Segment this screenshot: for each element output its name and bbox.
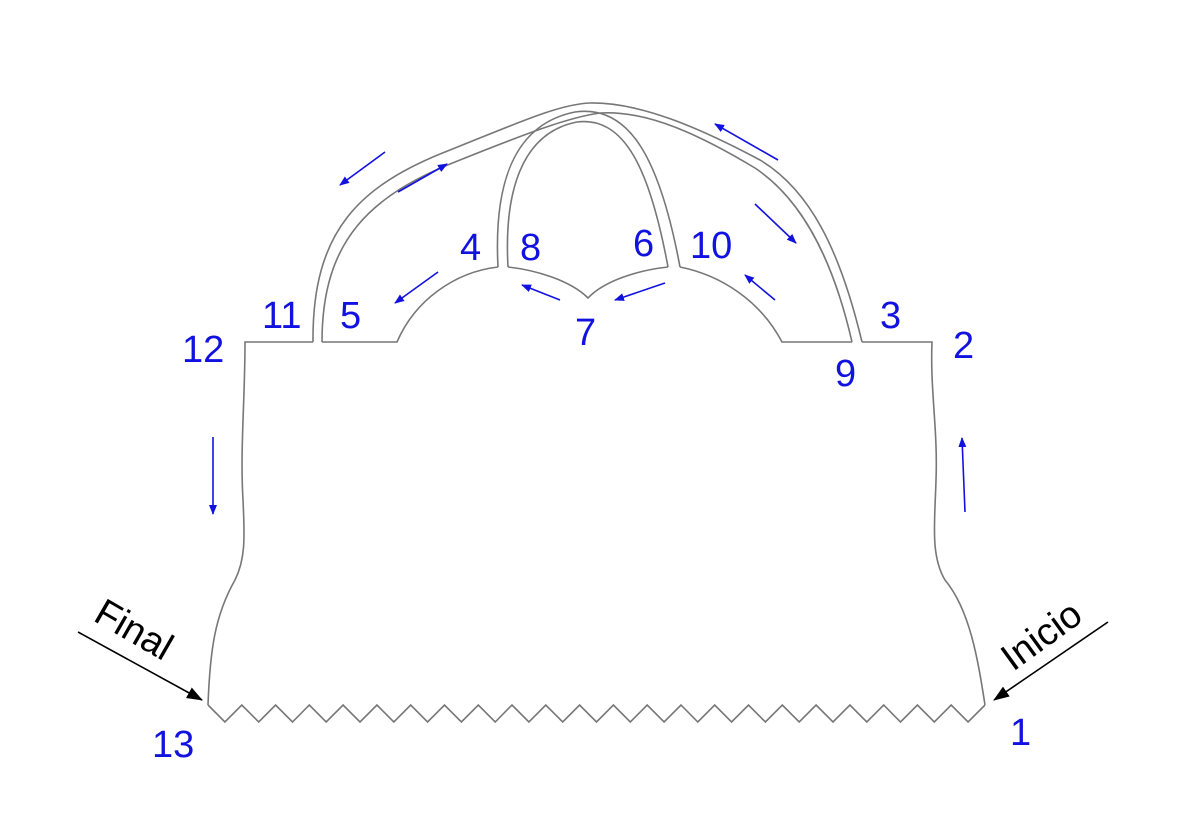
point-13: 13 [152,724,194,766]
point-3: 3 [880,295,901,337]
point-6: 6 [633,223,654,265]
point-9: 9 [835,353,856,395]
end-arrow [77,631,203,701]
end-label: Final [88,591,180,669]
point-11: 11 [262,295,301,337]
point-numbers: 1 2 3 4 5 6 7 8 9 10 11 12 13 [152,223,1031,766]
center-loop-inner [506,120,669,268]
point-7: 7 [575,312,596,354]
center-loop-outer [496,110,681,268]
point-1: 1 [1010,712,1031,754]
point-10: 10 [690,225,732,267]
bag-body-outline [207,266,986,706]
point-4: 4 [460,227,481,269]
point-5: 5 [340,295,361,337]
handle-strap-inner [321,112,853,343]
zigzag-hem [207,703,986,724]
direction-arrows [209,123,967,515]
point-8: 8 [520,227,541,269]
point-2: 2 [953,325,974,367]
point-12: 12 [182,329,224,371]
start-arrow [993,621,1109,701]
handle-strap-outer [312,102,863,343]
